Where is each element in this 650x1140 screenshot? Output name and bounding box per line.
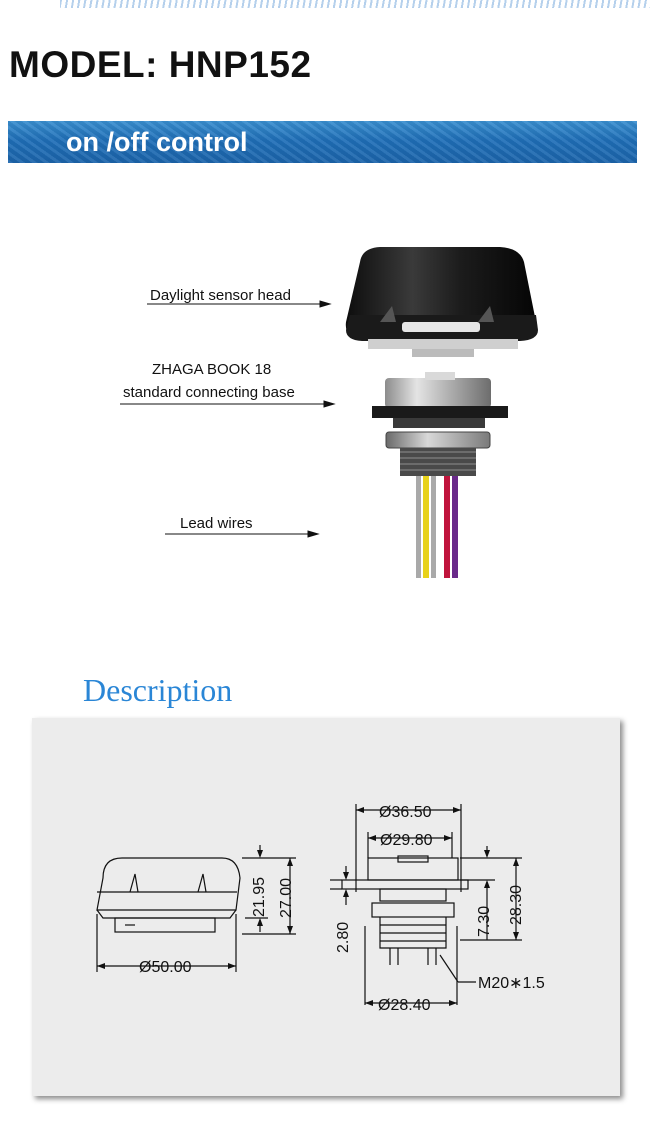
lead-wires [416,476,458,578]
section-banner: on /off control [8,121,637,163]
dimension-arrowheads [97,807,519,1006]
dim-height-head: 21.95 [251,877,268,917]
connecting-base [372,372,508,476]
label-base-line2: standard connecting base [123,384,295,401]
dim-height-base: 28.30 [508,885,525,925]
description-title: Description [83,672,233,708]
label-base-line1: ZHAGA BOOK 18 [152,361,272,378]
base-side-view [330,804,522,1005]
label-lead-wires: Lead wires [180,515,253,532]
dim-diameter-base-outer: Ø36.50 [379,804,432,821]
sensor-head [345,247,538,357]
dim-diameter-base-inner: Ø29.80 [380,832,433,849]
dim-thread: M20∗1.5 [478,975,545,992]
label-pointers [120,300,336,538]
dimension-drawing: 21.95 27.00 Ø50.00 Ø36.50 Ø29.80 2.80 7.… [96,804,545,1014]
drawing-panel [32,718,620,1096]
dim-diameter-nut: Ø28.40 [378,997,431,1014]
dim-height-total: 27.00 [278,878,295,918]
product-illustration [120,247,538,578]
head-side-view [96,845,296,972]
dim-diameter-head: Ø50.00 [139,959,192,976]
banner-label: on /off control [66,127,248,157]
label-sensor-head: Daylight sensor head [150,287,291,304]
top-decoration-strip [60,0,650,8]
dim-height-upper: 7.30 [476,906,493,937]
model-title: MODEL: HNP152 [9,44,312,85]
dim-flange-thickness: 2.80 [335,922,352,953]
